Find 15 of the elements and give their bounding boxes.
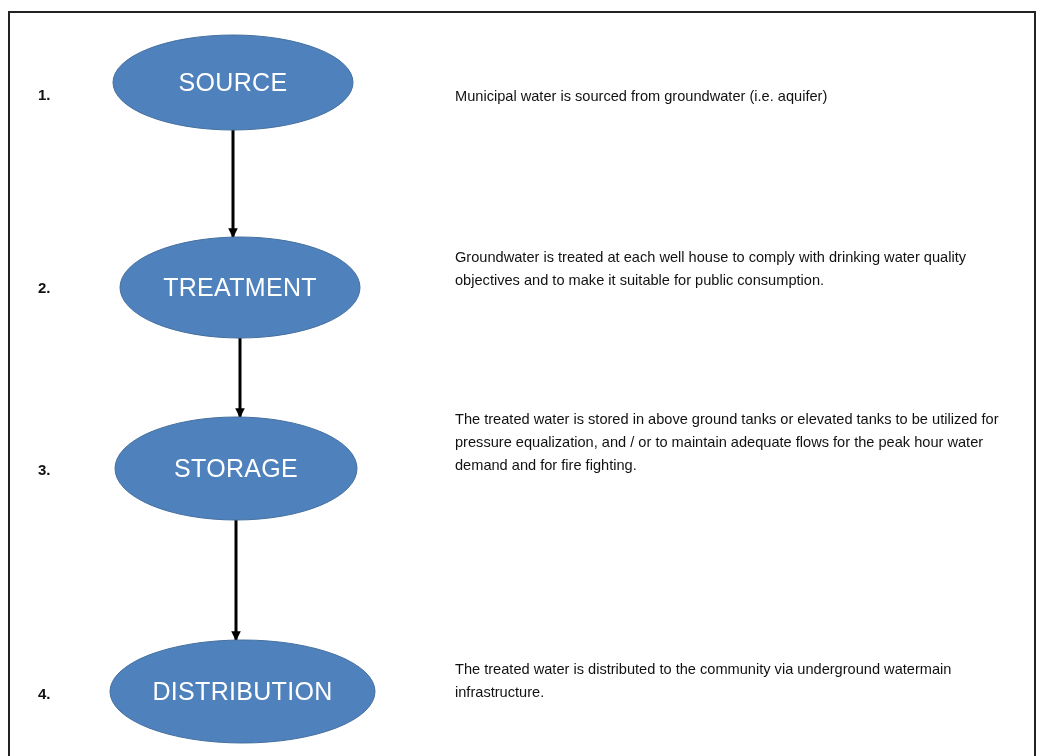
step-number: 3. bbox=[38, 461, 51, 478]
step-number: 2. bbox=[38, 279, 51, 296]
step-description: Groundwater is treated at each well house to comply with drinking water quality objectives and to make it suitable for public consumption. bbox=[455, 248, 968, 290]
step-title: SOURCE bbox=[178, 68, 288, 97]
arrow bbox=[231, 520, 241, 641]
step-number: 1. bbox=[38, 86, 51, 103]
step-number: 4. bbox=[38, 685, 51, 702]
step-title: DISTRIBUTION bbox=[152, 677, 333, 706]
arrow bbox=[228, 130, 238, 238]
arrow bbox=[235, 338, 245, 418]
step-description: Municipal water is sourced from groundwater (i.e. aquifer) bbox=[455, 87, 829, 106]
step-title: TREATMENT bbox=[163, 273, 317, 302]
step-description: The treated water is stored in above ground tanks or elevated tanks to be utilized for pressure equalization, and / or to maintain adequate flows for the peak hour water demand and for fire fighting. bbox=[455, 410, 1000, 475]
step-description: The treated water is distributed to the community via underground watermain infrastructure. bbox=[455, 660, 953, 702]
step-title: STORAGE bbox=[174, 454, 298, 483]
